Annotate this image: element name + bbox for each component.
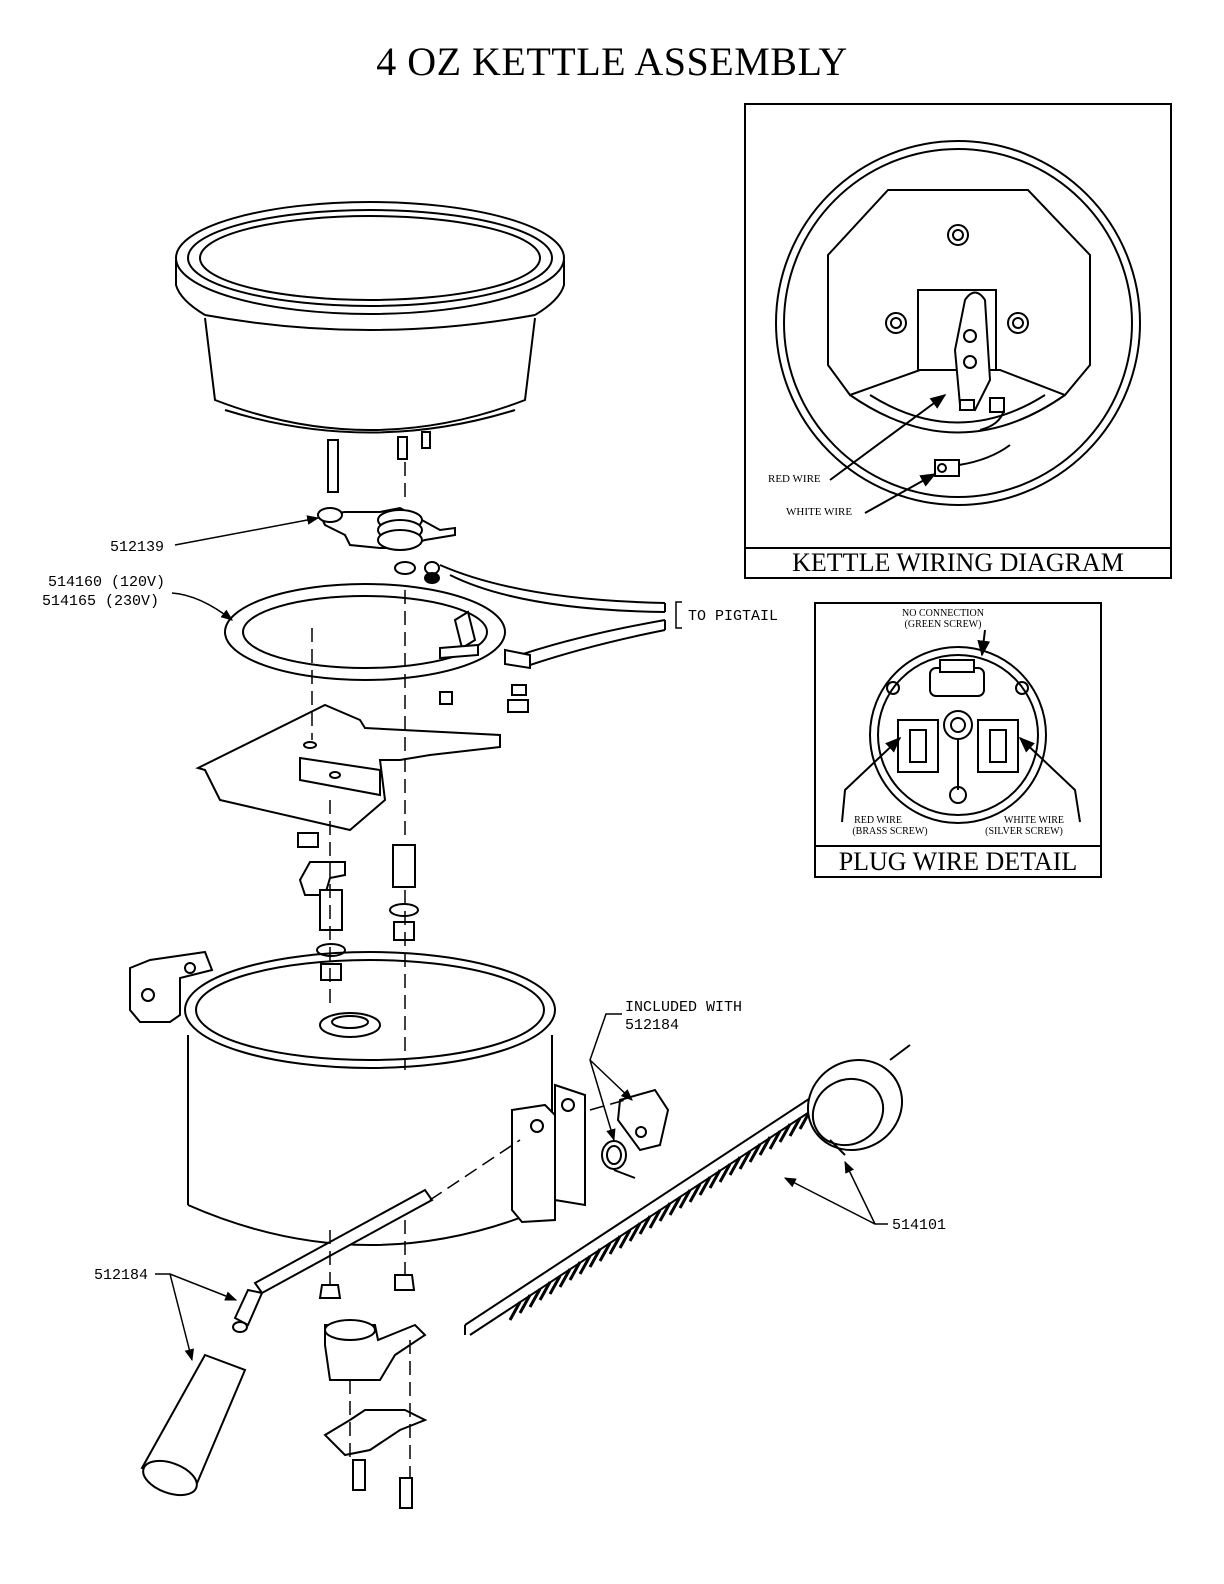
plug-no-connection-label: NO CONNECTION: [902, 608, 984, 619]
hinge-bracket: [512, 1085, 668, 1222]
plug-wire-detail: NO CONNECTION (GREEN SCREW) RED WIRE (BR…: [815, 603, 1101, 877]
callout-512139: 512139: [110, 539, 164, 556]
kettle-pot: [130, 952, 555, 1245]
heating-element: [225, 565, 665, 712]
callout-to-pigtail: TO PIGTAIL: [688, 608, 778, 625]
callout-514160: 514160 (120V): [48, 574, 165, 591]
bracket-plate: [198, 705, 500, 830]
plug-green-screw-label: (GREEN SCREW): [905, 619, 982, 630]
thermostat-512139: [318, 508, 455, 583]
kettle-wiring-caption: KETTLE WIRING DIAGRAM: [792, 548, 1124, 577]
plug-silver-screw-label: (SILVER SCREW): [985, 826, 1063, 837]
callout-512184: 512184: [94, 1267, 148, 1284]
hardware-stack: [298, 833, 418, 980]
callout-514101: 514101: [892, 1217, 946, 1234]
callout-included-with-1: INCLUDED WITH: [625, 999, 742, 1016]
kettle-red-wire-label: RED WIRE: [768, 473, 821, 485]
callout-included-with-2: 512184: [625, 1017, 679, 1034]
plug-brass-screw-label: (BRASS SCREW): [852, 826, 927, 837]
kettle-wiring-diagram: RED WIRE WHITE WIRE KETTLE WIRING DIAGRA…: [745, 104, 1171, 578]
plug-wire-detail-caption: PLUG WIRE DETAIL: [839, 847, 1078, 876]
leader-lines: [155, 518, 888, 1360]
callout-514165: 514165 (230V): [42, 593, 159, 610]
kettle-white-wire-label: WHITE WIRE: [786, 506, 852, 518]
kettle-lid: [176, 202, 564, 492]
plug-red-wire-label: RED WIRE: [854, 815, 902, 826]
plug-white-wire-label: WHITE WIRE: [1004, 815, 1064, 826]
